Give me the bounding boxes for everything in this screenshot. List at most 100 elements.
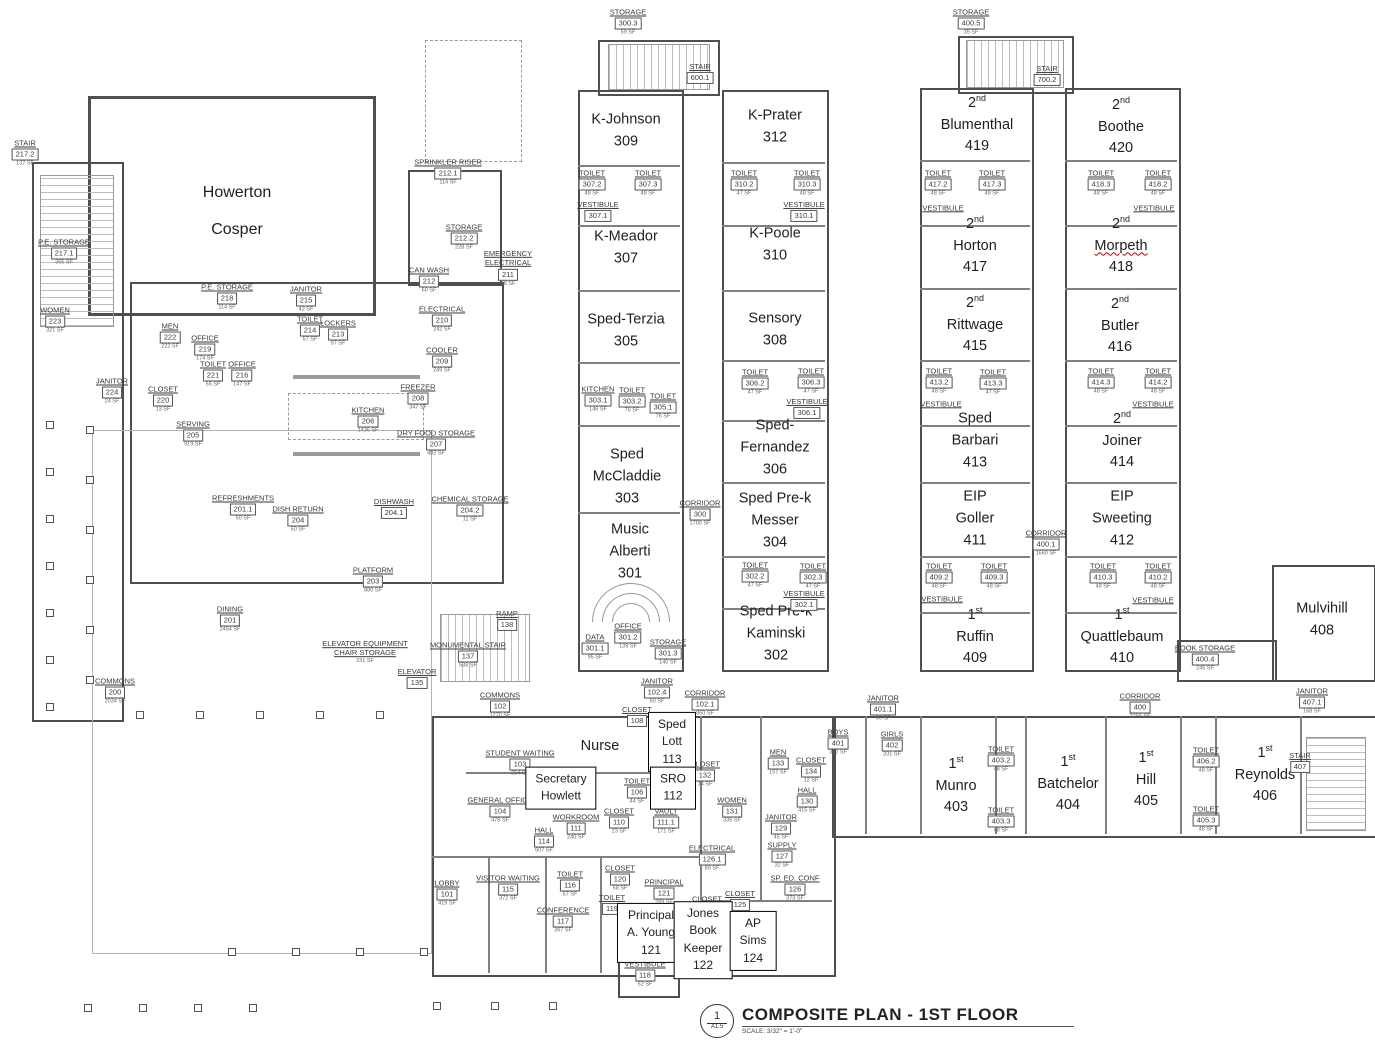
column-dot <box>194 1004 202 1012</box>
monumental-stair-137-area: 538 SF <box>459 662 477 669</box>
toilet-417-2-number: 417.2 <box>924 178 952 191</box>
toilet-214-area: 57 SF <box>302 336 318 343</box>
hall-130-number: 130 <box>796 795 818 808</box>
toilet-405-3-area: 48 SF <box>1198 826 1214 833</box>
sprinkler-riser-212-1-number: 212.1 <box>434 167 462 180</box>
blumenthal-419-line: 419 <box>964 138 990 155</box>
column-dot <box>491 1002 499 1010</box>
vestibule-118-name: VESTIBULE <box>624 959 666 969</box>
toilet-413-3-area: 47 SF <box>985 389 1001 396</box>
music-alberti-301-line: Alberti <box>609 543 651 560</box>
data-301-1-area: 95 SF <box>587 654 603 661</box>
joiner-414-line: Joiner <box>1102 432 1142 449</box>
toilet-106-name: TOILET <box>623 776 651 786</box>
toilet-119-name: TOILET <box>598 892 626 902</box>
toilet-303-2-area: 76 SF <box>624 407 640 414</box>
counter <box>293 452 420 456</box>
cooler-209-number: 209 <box>431 355 453 368</box>
vault-111-1-area: 171 SF <box>657 828 675 835</box>
toilet-116-number: 116 <box>560 879 580 892</box>
k-johnson-309-line: K-Johnson <box>591 111 661 128</box>
closet-134-area: 12 SF <box>803 777 819 784</box>
eip-sweeting-412-line: Sweeting <box>1092 510 1152 527</box>
column-dot <box>256 711 264 719</box>
pe-storage-218-number: 218 <box>216 292 238 305</box>
toilet-409-3-name: TOILET <box>980 561 1008 571</box>
elevator-135-name: ELEVATOR <box>397 666 437 676</box>
partition-line <box>1215 716 1217 834</box>
men-133-number: 133 <box>767 757 789 770</box>
toilet-106-area: 44 SF <box>629 798 645 805</box>
wall <box>1177 640 1277 682</box>
partition-line <box>722 162 825 164</box>
sped-barbari-413-line: 413 <box>962 453 988 470</box>
rittwage-415-line: 2nd <box>965 292 985 311</box>
girls-402-name: GIRLS <box>880 729 904 739</box>
toilet-403-3-number: 403.3 <box>987 815 1015 828</box>
commons-200-name: COMMONS <box>95 676 135 686</box>
toilet-410-3-number: 410.3 <box>1089 571 1117 584</box>
janitor-401-1-area: 36 SF <box>875 715 891 722</box>
office-219-area: 174 SF <box>196 355 214 362</box>
corridor-400-1-number: 400.1 <box>1032 538 1060 551</box>
mulvihill-408-line: Mulvihill <box>1296 600 1348 617</box>
partition-line <box>1065 612 1177 614</box>
visitor-waiting-115-area: 372 SF <box>499 895 517 902</box>
conference-117-name: CONFERENCE <box>536 905 590 915</box>
stair-hatch <box>1306 737 1366 831</box>
sped-prek-kaminski-302-line: Kaminski <box>746 625 806 642</box>
toilet-403-2-name: TOILET <box>987 744 1015 754</box>
toilet-414-3-area: 48 SF <box>1093 388 1109 395</box>
book-storage-400-4-area: 245 SF <box>1196 665 1214 672</box>
column-dot <box>84 1004 92 1012</box>
sp-ed-conf-126-number: 126 <box>784 883 806 896</box>
dry-food-storage-207-name: DRY FOOD STORAGE <box>397 428 475 438</box>
storage-300-3-number: 300.3 <box>614 17 642 30</box>
janitor-407-1-number: 407.1 <box>1298 696 1326 709</box>
janitor-407-1-name: JANITOR <box>1296 686 1328 696</box>
boys-401-area: 312 SF <box>829 749 847 756</box>
refreshments-201-1-area: 50 SF <box>235 515 251 522</box>
column-dot <box>549 1002 557 1010</box>
column-dot <box>136 711 144 719</box>
dishwash-204-1-number: 204.1 <box>380 507 408 520</box>
toilet-417-3-number: 417.3 <box>978 178 1006 191</box>
dish-return-204-name: DISH RETURN <box>272 504 324 514</box>
janitor-129-area: 45 SF <box>773 834 789 841</box>
partition-line <box>600 856 602 973</box>
visitor-waiting-115-name: VISITOR WAITING <box>476 873 540 883</box>
sped-barbari-413-line: Sped <box>958 410 992 427</box>
sped-terzia-305-line: 305 <box>613 333 639 349</box>
vestibule-310-1-number: 310.1 <box>790 210 818 223</box>
secretary-howlett-line: Secretary <box>535 771 587 786</box>
platform-203-area: 880 SF <box>364 587 382 594</box>
lockers-213-name: LOCKERS <box>320 318 356 328</box>
principal-121-area: 289 SF <box>644 900 683 907</box>
partition-line <box>920 160 1030 162</box>
hall-130-name: HALL <box>797 785 817 795</box>
partition-line <box>920 556 1030 558</box>
elevator-equipment-chair-storage-area: 231 SF <box>356 657 374 664</box>
toilet-413-2-number: 413.2 <box>925 376 953 389</box>
secretary-howlett-line: Howlett <box>540 789 582 803</box>
closet-220-name: CLOSET <box>147 384 179 394</box>
